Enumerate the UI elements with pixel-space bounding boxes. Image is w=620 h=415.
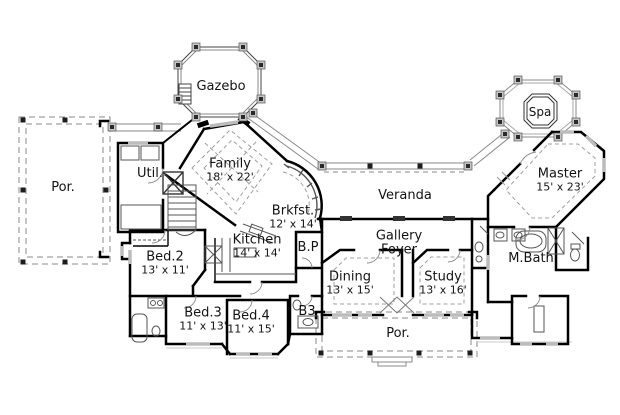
kitchen-name: Kitchen [232, 232, 282, 248]
family-name: Family [209, 156, 251, 172]
door-swings [147, 151, 541, 313]
interior-walls [133, 163, 322, 282]
family-dims: 18' x 22' [206, 170, 254, 184]
kitchen-dims: 14' x 14' [233, 246, 281, 260]
bed2-dims: 13' x 11' [141, 263, 189, 277]
room-label-mbath: M.Bath [508, 252, 554, 266]
brkfst-name: Brkfst. [271, 203, 315, 219]
mbath-name: M.Bath [508, 251, 554, 267]
gazebo-connectors [162, 119, 193, 144]
bed3-name: Bed.3 [184, 305, 222, 321]
ceiling-lines [191, 129, 596, 305]
room-label-brkfst: Brkfst.12' x 14' [269, 203, 317, 231]
bp-name: B.P [297, 240, 319, 256]
posts [20, 42, 581, 356]
veranda-name: Veranda [378, 188, 432, 204]
bed2-name: Bed.2 [146, 249, 184, 265]
gallery-line1: Gallery [375, 228, 423, 244]
bed3-dims: 11' x 13' [179, 319, 227, 333]
master-name: Master [537, 166, 583, 182]
fixtures [120, 145, 585, 343]
spa-name: Spa [528, 104, 552, 119]
room-label-util: Util. [137, 167, 163, 181]
gazebo-structure [177, 46, 262, 118]
dining-dims: 13' x 15' [326, 283, 374, 297]
room-label-veranda: Veranda [378, 189, 432, 203]
bed4-dims: 11' x 15' [227, 322, 275, 336]
gallery-line2: Foyer [380, 242, 417, 257]
b3-name: B3 [298, 304, 316, 320]
room-label-gazebo: Gazebo [196, 80, 245, 94]
gazebo-name: Gazebo [196, 79, 246, 95]
porch-bottom-name: Por. [386, 326, 410, 342]
room-label-porch-left: Por. [51, 181, 75, 195]
room-label-porch-bottom: Por. [386, 327, 410, 341]
room-label-spa: Spa [528, 104, 552, 119]
brkfst-dims: 12' x 14' [269, 217, 317, 231]
windows [120, 120, 606, 356]
room-label-b3: B3 [298, 305, 315, 319]
util-name: Util. [137, 166, 163, 182]
bed4-name: Bed.4 [232, 308, 270, 324]
study-name: Study [424, 269, 462, 285]
study-dims: 13' x 16' [419, 283, 467, 297]
dining-name: Dining [329, 269, 371, 285]
porch-left-name: Por. [51, 180, 75, 196]
room-label-bp: B.P [298, 241, 319, 255]
spa-tub [523, 93, 558, 129]
master-dims: 15' x 23' [536, 180, 584, 194]
